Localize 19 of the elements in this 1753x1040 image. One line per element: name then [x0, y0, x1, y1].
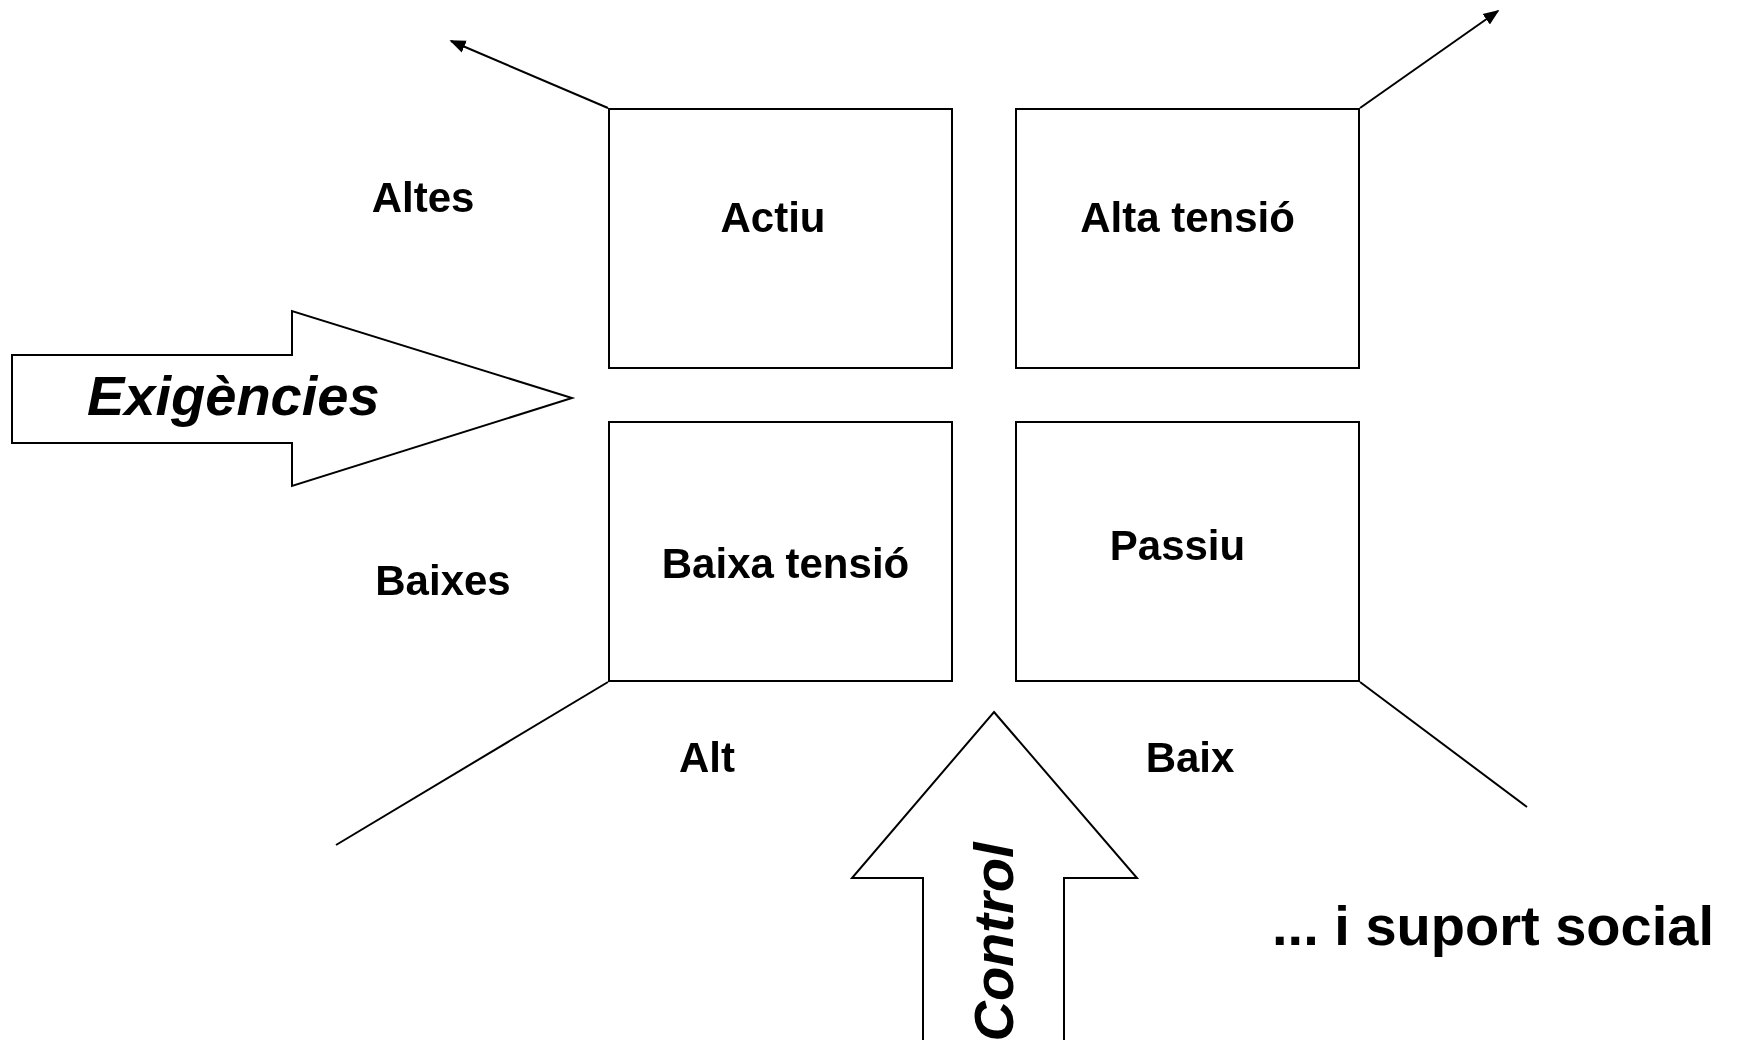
arrow-label: Control: [963, 842, 1025, 1040]
quadrant-label: Passiu: [1109, 523, 1246, 571]
axis-value-label: Baix: [1145, 734, 1235, 782]
quadrant-label: Actiu: [720, 195, 826, 243]
axis-value-label: Alt: [679, 734, 735, 782]
arrow-label: Exigències: [87, 365, 380, 427]
quadrant-box: [608, 421, 953, 682]
diagonal-line: [1359, 681, 1528, 808]
quadrant-box: [1015, 421, 1360, 682]
quadrant-box: [608, 108, 953, 369]
note-text: ... i suport social: [1272, 895, 1714, 957]
quadrant-box: [1015, 108, 1360, 369]
diagonal-line: [335, 681, 609, 846]
axis-value-label: Baixes: [375, 557, 511, 605]
quadrant-label: Alta tensió: [1080, 195, 1295, 243]
quadrant-label: Baixa tensió: [661, 541, 910, 589]
axis-value-label: Altes: [371, 174, 475, 222]
arrow: [1359, 10, 1500, 109]
arrow: [449, 40, 609, 109]
